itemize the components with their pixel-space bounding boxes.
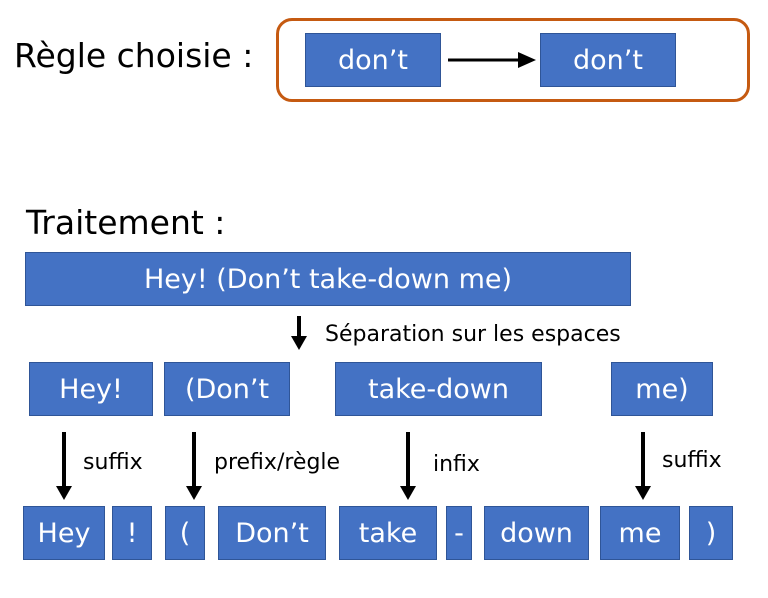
token-box: me [600, 506, 680, 560]
token-box: Don’t [218, 506, 326, 560]
token-box: take [339, 506, 437, 560]
word-box-me: me) [611, 362, 713, 416]
op-label-suffix-1: suffix [83, 450, 143, 475]
rule-frame [276, 18, 750, 102]
op-arrow-head-4 [635, 486, 651, 500]
split-label: Séparation sur les espaces [325, 322, 621, 347]
split-arrow-shaft [297, 316, 301, 338]
op-label-infix: infix [433, 452, 480, 477]
op-arrow-shaft-1 [62, 432, 66, 488]
rule-title: Règle choisie : [14, 36, 254, 75]
op-arrow-head-1 [56, 486, 72, 500]
word-box-dont: (Don’t [164, 362, 290, 416]
op-arrow-head-3 [400, 486, 416, 500]
op-arrow-shaft-3 [406, 432, 410, 488]
rule-target-box: don’t [540, 33, 676, 87]
split-arrow-head [291, 336, 307, 350]
token-box: - [446, 506, 472, 560]
token-box: ) [689, 506, 733, 560]
rule-source-box: don’t [305, 33, 441, 87]
token-box: ! [112, 506, 152, 560]
token-box: ( [165, 506, 205, 560]
word-box-take-down: take-down [335, 362, 542, 416]
op-arrow-head-2 [186, 486, 202, 500]
op-label-suffix-2: suffix [662, 448, 722, 473]
input-sentence-box: Hey! (Don’t take-down me) [25, 252, 631, 306]
op-arrow-shaft-2 [192, 432, 196, 488]
processing-title: Traitement : [26, 203, 226, 242]
op-label-prefix-rule: prefix/règle [214, 450, 341, 475]
rule-arrow [448, 52, 536, 68]
token-box: Hey [23, 506, 105, 560]
token-box: down [484, 506, 589, 560]
op-arrow-shaft-4 [641, 432, 645, 488]
word-box-hey: Hey! [29, 362, 153, 416]
